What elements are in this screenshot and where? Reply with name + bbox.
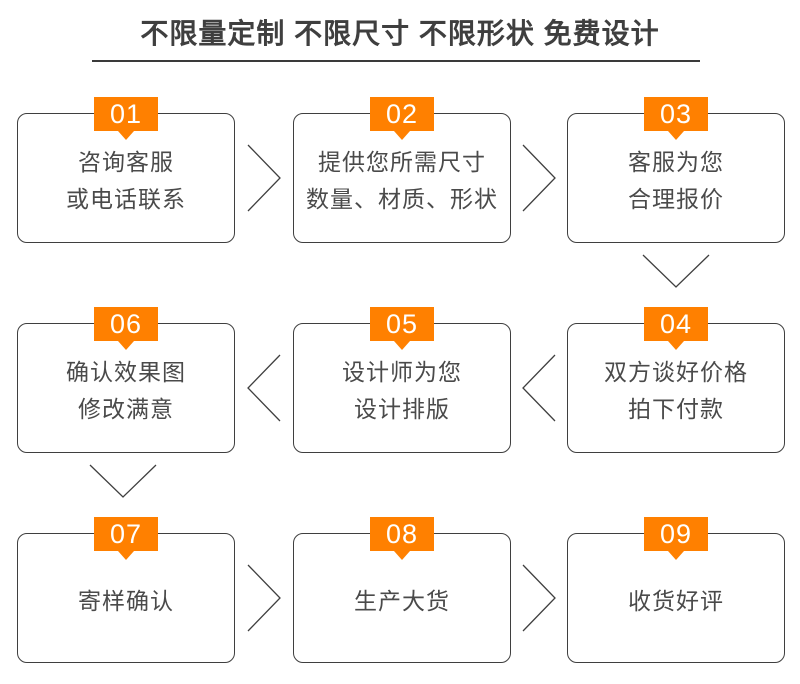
arrow-down-icon — [642, 254, 710, 288]
arrow-right-icon — [522, 144, 556, 212]
step-badge-02: 02 — [370, 97, 434, 140]
step-text-line: 确认效果图 — [66, 359, 186, 385]
badge-tail-icon — [394, 341, 410, 350]
step-number: 01 — [109, 98, 143, 129]
badge-tail-icon — [118, 551, 134, 560]
step-text-line: 或电话联系 — [66, 186, 186, 212]
step-text: 咨询客服 或电话联系 — [66, 144, 186, 218]
page-title: 不限量定制 不限尺寸 不限形状 免费设计 — [140, 18, 660, 49]
arrow-down-icon — [89, 464, 157, 498]
step-badge-05: 05 — [370, 307, 434, 350]
step-text: 设计师为您 设计排版 — [342, 354, 462, 428]
step-text-line: 合理报价 — [628, 186, 724, 212]
step-badge-09: 09 — [644, 517, 708, 560]
step-number: 05 — [385, 308, 419, 339]
step-text-line: 生产大货 — [354, 587, 450, 614]
step-badge-01: 01 — [94, 97, 158, 140]
step-text: 收货好评 — [628, 583, 724, 620]
step-text-line: 双方谈好价格 — [604, 359, 748, 385]
step-box-02: 02 提供您所需尺寸 数量、材质、形状 — [293, 97, 511, 243]
step-text-line: 设计排版 — [354, 396, 450, 422]
step-number: 08 — [385, 518, 419, 549]
badge-tail-icon — [668, 341, 684, 350]
step-text-line: 数量、材质、形状 — [306, 186, 498, 212]
step-text-line: 提供您所需尺寸 — [318, 149, 486, 175]
arrow-left-icon — [247, 354, 281, 422]
step-number: 06 — [109, 308, 143, 339]
step-box-08: 08 生产大货 — [293, 517, 511, 663]
step-box-01: 01 咨询客服 或电话联系 — [17, 97, 235, 243]
step-number: 04 — [659, 308, 693, 339]
step-box-04: 04 双方谈好价格 拍下付款 — [567, 307, 785, 453]
step-box-03: 03 客服为您 合理报价 — [567, 97, 785, 243]
badge-tail-icon — [118, 131, 134, 140]
arrow-left-icon — [522, 354, 556, 422]
step-text-line: 咨询客服 — [78, 149, 174, 175]
step-text-line: 客服为您 — [628, 149, 724, 175]
badge-tail-icon — [668, 551, 684, 560]
step-badge-04: 04 — [644, 307, 708, 350]
step-text-line: 拍下付款 — [628, 396, 724, 422]
step-box-06: 06 确认效果图 修改满意 — [17, 307, 235, 453]
step-text: 确认效果图 修改满意 — [66, 354, 186, 428]
step-badge-07: 07 — [94, 517, 158, 560]
step-number: 02 — [385, 98, 419, 129]
step-text-line: 设计师为您 — [342, 359, 462, 385]
step-text-line: 收货好评 — [628, 587, 724, 614]
step-badge-08: 08 — [370, 517, 434, 560]
badge-tail-icon — [394, 551, 410, 560]
title-underline — [92, 60, 700, 62]
step-box-09: 09 收货好评 — [567, 517, 785, 663]
step-badge-03: 03 — [644, 97, 708, 140]
arrow-right-icon — [247, 144, 281, 212]
step-text-line: 修改满意 — [78, 396, 174, 422]
badge-tail-icon — [394, 131, 410, 140]
step-text: 双方谈好价格 拍下付款 — [604, 354, 748, 428]
step-box-07: 07 寄样确认 — [17, 517, 235, 663]
arrow-right-icon — [247, 564, 281, 632]
step-number: 09 — [659, 518, 693, 549]
step-text: 提供您所需尺寸 数量、材质、形状 — [306, 144, 498, 218]
step-text-line: 寄样确认 — [78, 587, 174, 614]
step-number: 07 — [109, 518, 143, 549]
step-text: 客服为您 合理报价 — [628, 144, 724, 218]
step-number: 03 — [659, 98, 693, 129]
step-box-05: 05 设计师为您 设计排版 — [293, 307, 511, 453]
step-badge-06: 06 — [94, 307, 158, 350]
arrow-right-icon — [522, 564, 556, 632]
badge-tail-icon — [118, 341, 134, 350]
badge-tail-icon — [668, 131, 684, 140]
step-text: 生产大货 — [354, 583, 450, 620]
step-text: 寄样确认 — [78, 583, 174, 620]
